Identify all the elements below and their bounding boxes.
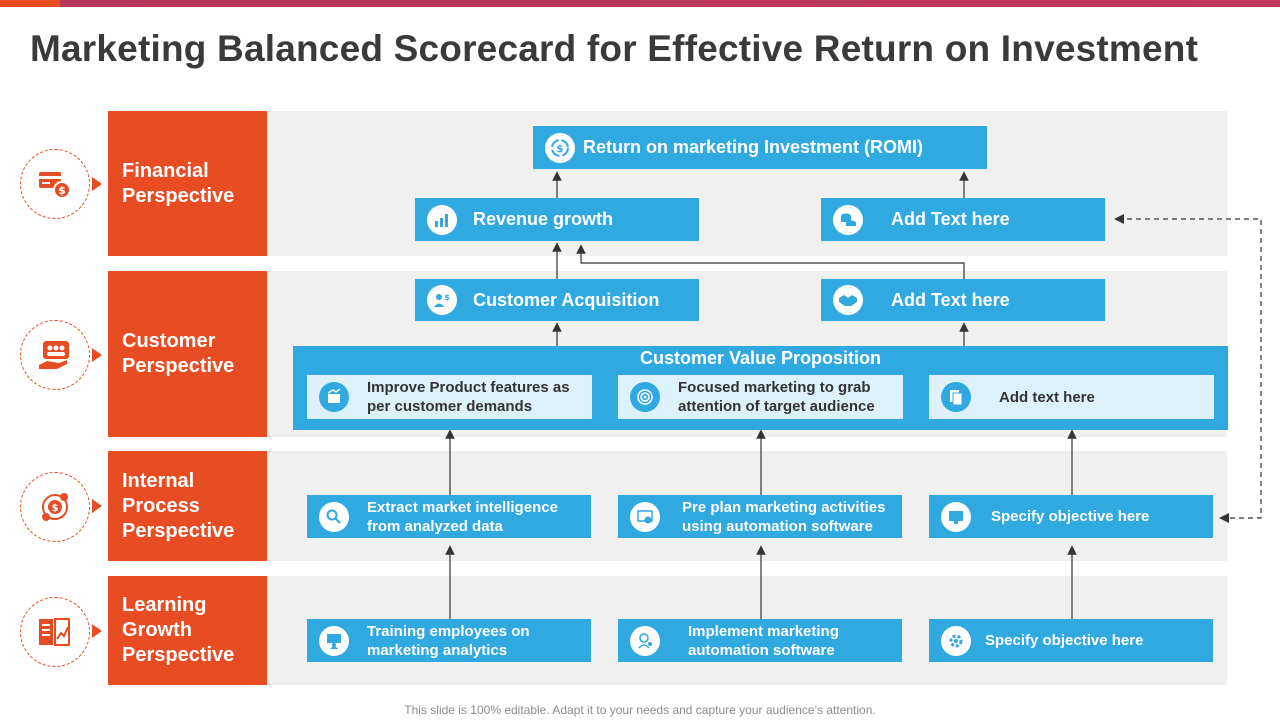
- cvp-item-label: Add text here: [999, 388, 1095, 406]
- documents-icon: [941, 382, 971, 412]
- dollar-cycle-icon: $: [545, 132, 575, 163]
- monitor-icon: [941, 501, 971, 532]
- revenue-growth-box: Revenue growth: [415, 198, 699, 241]
- target-icon: [630, 382, 660, 412]
- internal-item-label: Pre plan marketing activities using auto…: [682, 498, 886, 535]
- cvp-item-product-features: Improve Product features as per customer…: [307, 375, 592, 419]
- internal-item-pre-plan: Pre plan marketing activities using auto…: [618, 495, 902, 538]
- financial-perspective-label: Financial Perspective: [108, 111, 267, 256]
- svg-text:$: $: [58, 184, 66, 197]
- customer-value-proposition-title: Customer Value Proposition: [639, 348, 882, 368]
- internal-item-label: Extract market intelligence from analyze…: [367, 498, 558, 535]
- analytics-icon: [319, 501, 349, 532]
- learning-item-implement-automation: Implement marketing automation software: [618, 619, 902, 662]
- customer-perspective-label: Customer Perspective: [108, 271, 267, 437]
- financial-add-text-label: Add Text here: [891, 209, 1010, 229]
- learning-pointer: [92, 624, 102, 638]
- internal-item-label: Specify objective here: [991, 508, 1150, 525]
- svg-text:$: $: [557, 144, 564, 155]
- customer-value-proposition-panel: Customer Value Proposition Improve Produ…: [293, 346, 1228, 430]
- gear-icon: [941, 625, 971, 656]
- bar-chart-icon: [427, 204, 457, 235]
- internal-process-perspective-label: Internal Process Perspective: [108, 451, 267, 561]
- customer-acquisition-box: $ Customer Acquisition: [415, 279, 699, 321]
- coins-icon: [833, 204, 863, 235]
- internal-item-market-intelligence: Extract market intelligence from analyze…: [307, 495, 591, 538]
- svg-text:$: $: [444, 293, 450, 302]
- learning-item-specify-objective: Specify objective here: [929, 619, 1213, 662]
- customer-add-text-label: Add Text here: [891, 289, 1010, 310]
- person-gear-icon: [630, 625, 660, 656]
- cvp-item-label: Focused marketing to grab attention of t…: [678, 379, 875, 415]
- learning-growth-perspective-label: Learning Growth Perspective: [108, 576, 267, 685]
- automation-gear-icon: [630, 501, 660, 532]
- handshake-icon: [833, 285, 863, 315]
- page-title: Marketing Balanced Scorecard for Effecti…: [30, 28, 1199, 69]
- svg-text:$: $: [52, 503, 59, 514]
- learning-item-label: Implement marketing automation software: [688, 622, 839, 659]
- learning-item-label: Specify objective here: [985, 632, 1144, 649]
- learning-icon: [20, 597, 90, 667]
- romi-label: Return on marketing Investment (ROMI): [583, 137, 924, 157]
- cvp-item-add-text: Add text here: [929, 375, 1214, 419]
- learning-item-label: Training employees on marketing analytic…: [367, 622, 530, 659]
- internal-item-specify-objective: Specify objective here: [929, 495, 1213, 538]
- cvp-item-label: Improve Product features as per customer…: [367, 379, 570, 415]
- financial-add-text-box: Add Text here: [821, 198, 1105, 241]
- romi-box: $ Return on marketing Investment (ROMI): [533, 126, 987, 169]
- customer-add-text-box: Add Text here: [821, 279, 1105, 321]
- customer-pointer: [92, 348, 102, 362]
- financial-pointer: [92, 177, 102, 191]
- footer-note: This slide is 100% editable. Adapt it to…: [404, 703, 876, 717]
- learning-item-training: Training employees on marketing analytic…: [307, 619, 591, 662]
- acquisition-icon: $: [427, 285, 457, 315]
- finance-icon: $: [20, 149, 90, 219]
- internal-pointer: [92, 499, 102, 513]
- cvp-item-focused-marketing: Focused marketing to grab attention of t…: [618, 375, 903, 419]
- process-icon: $: [20, 472, 90, 542]
- revenue-growth-label: Revenue growth: [473, 209, 614, 229]
- product-features-icon: [319, 382, 349, 412]
- customer-icon: [20, 320, 90, 390]
- training-icon: [319, 625, 349, 656]
- top-accent-bar: [0, 0, 1280, 7]
- customer-acquisition-label: Customer Acquisition: [473, 289, 660, 310]
